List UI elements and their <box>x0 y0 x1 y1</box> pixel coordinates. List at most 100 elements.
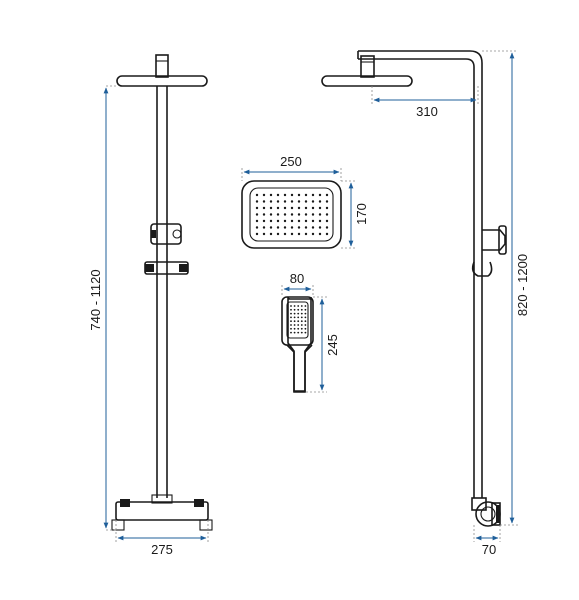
nozzle-dot <box>297 193 301 197</box>
nozzle-dot <box>290 193 294 197</box>
nozzle-dot <box>300 316 303 319</box>
nozzle-dot <box>297 320 300 323</box>
nozzle-dot <box>304 320 307 323</box>
nozzle-dot <box>304 324 307 326</box>
nozzle-dot <box>300 324 303 326</box>
nozzle-dot <box>300 331 303 334</box>
nozzle-dot <box>318 200 322 203</box>
overhead-width-label: 250 <box>280 154 302 169</box>
nozzle-dot <box>304 308 307 311</box>
nozzle-dot <box>304 226 308 229</box>
nozzle-dot <box>283 213 287 216</box>
nozzle-dot <box>300 320 303 323</box>
nozzle-dot <box>293 312 296 315</box>
nozzle-dot <box>276 219 280 223</box>
nozzle-dot <box>304 213 308 216</box>
nozzle-dot <box>304 316 307 319</box>
nozzle-dot <box>293 324 296 326</box>
nozzle-dot <box>276 232 280 236</box>
nozzle-dot <box>290 200 294 203</box>
nozzle-dot <box>255 200 259 203</box>
nozzle-dot <box>297 200 301 203</box>
nozzle-dot <box>269 213 273 216</box>
overhead-nozzle-grid <box>255 193 329 236</box>
nozzle-dot <box>297 232 301 236</box>
arm-reach-label: 310 <box>416 104 438 119</box>
nozzle-dot <box>276 213 280 216</box>
nozzle-dot <box>290 316 292 319</box>
nozzle-dot <box>290 320 292 323</box>
nozzle-dot <box>290 308 292 311</box>
front-width-label: 275 <box>151 542 173 557</box>
nozzle-dot <box>255 219 259 223</box>
nozzle-dot <box>311 219 315 223</box>
nozzle-dot <box>304 232 308 236</box>
hand-shower-face <box>286 301 309 339</box>
nozzle-dot <box>283 206 287 210</box>
nozzle-dot <box>293 327 296 330</box>
hand-shower-detail: 80 245 <box>281 271 340 393</box>
nozzle-dot <box>255 232 259 236</box>
nozzle-dot <box>304 305 307 307</box>
nozzle-dot <box>297 213 301 216</box>
overhead-shower-outer <box>241 180 342 249</box>
nozzle-dot <box>283 200 287 203</box>
nozzle-dot <box>297 226 301 229</box>
side-hand-shower-holder <box>482 229 506 251</box>
nozzle-dot <box>290 324 292 326</box>
nozzle-dot <box>325 232 329 236</box>
nozzle-dot <box>304 312 307 315</box>
overhead-depth-label: 170 <box>354 203 369 225</box>
nozzle-dot <box>318 219 322 223</box>
nozzle-dot <box>297 206 301 210</box>
nozzle-dot <box>318 232 322 236</box>
nozzle-dot <box>262 219 266 223</box>
nozzle-dot <box>325 213 329 216</box>
nozzle-dot <box>269 232 273 236</box>
nozzle-dot <box>290 331 292 334</box>
nozzle-dot <box>290 206 294 210</box>
nozzle-dot <box>290 226 294 229</box>
front-overhead-shower <box>116 75 208 87</box>
nozzle-dot <box>325 219 329 223</box>
nozzle-dot <box>290 305 292 307</box>
nozzle-dot <box>297 324 300 326</box>
nozzle-dot <box>304 200 308 203</box>
nozzle-dot <box>293 320 296 323</box>
nozzle-dot <box>297 331 300 334</box>
nozzle-dot <box>300 312 303 315</box>
front-overhead-connector <box>155 54 169 78</box>
nozzle-dot <box>325 226 329 229</box>
nozzle-dot <box>276 206 280 210</box>
nozzle-dot <box>325 200 329 203</box>
hand-shower-nozzle-grid <box>290 305 307 334</box>
nozzle-dot <box>304 327 307 330</box>
nozzle-dot <box>255 226 259 229</box>
side-overhead-shower <box>321 75 413 87</box>
nozzle-dot <box>262 206 266 210</box>
nozzle-dot <box>262 200 266 203</box>
nozzle-dot <box>311 206 315 210</box>
nozzle-dot <box>283 232 287 236</box>
nozzle-dot <box>318 213 322 216</box>
front-view: 740 - 1120 275 <box>88 54 213 557</box>
nozzle-dot <box>293 305 296 307</box>
side-shower-arm <box>358 50 483 498</box>
nozzle-dot <box>293 308 296 311</box>
nozzle-dot <box>290 232 294 236</box>
nozzle-dot <box>304 331 307 334</box>
nozzle-dot <box>297 312 300 315</box>
side-height-label: 820 - 1200 <box>515 254 530 316</box>
nozzle-dot <box>290 219 294 223</box>
nozzle-dot <box>311 226 315 229</box>
nozzle-dot <box>297 308 300 311</box>
nozzle-dot <box>325 193 329 197</box>
nozzle-dot <box>290 327 292 330</box>
nozzle-dot <box>283 226 287 229</box>
nozzle-dot <box>293 331 296 334</box>
nozzle-dot <box>276 226 280 229</box>
nozzle-dot <box>269 226 273 229</box>
nozzle-dot <box>269 200 273 203</box>
nozzle-dot <box>262 226 266 229</box>
